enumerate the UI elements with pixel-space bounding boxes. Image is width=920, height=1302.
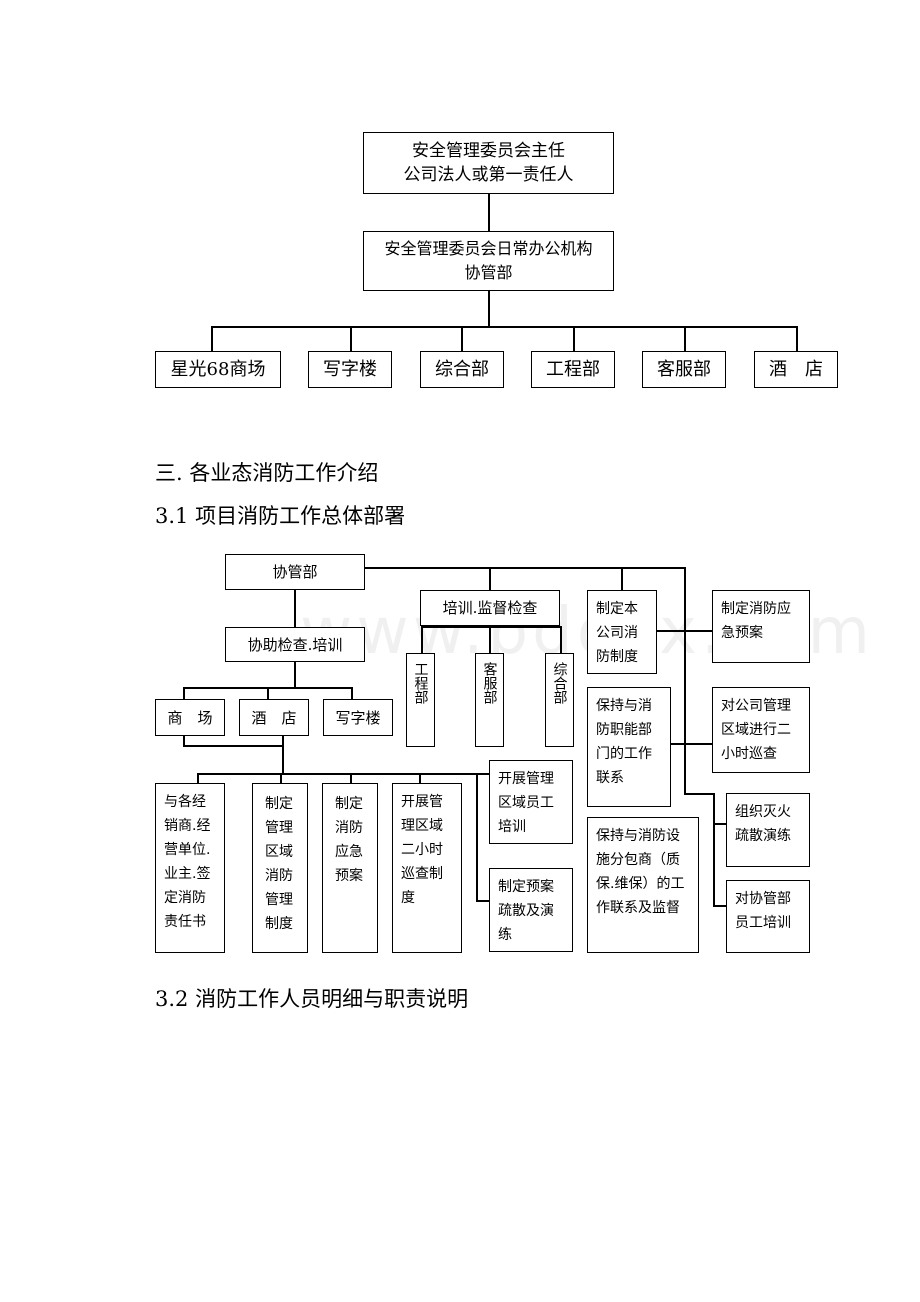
connector [671,743,713,745]
root-xieguan-box: 协管部 [225,554,365,590]
connector [713,793,715,905]
connector [419,773,421,783]
connector [183,736,185,746]
connector [421,626,561,628]
connector [294,590,296,627]
duty-emergency-plan: 制定消防应急预案 [322,783,378,953]
right-company-rules: 制定本公司消防制度 [587,590,657,674]
connector [197,773,489,775]
dept-engineering-vertical: 工程部 [406,653,435,747]
daily-office-line2: 协管部 [464,263,513,282]
connector [488,194,490,231]
connector [421,626,423,653]
section-3-2-heading: 3.2 消防工作人员明细与职责说明 [155,987,469,1011]
connector [489,626,491,653]
dept-mall: 星光68商场 [155,351,281,388]
daily-office-line1: 安全管理委员会日常办公机构 [384,239,593,258]
connector [573,326,575,351]
connector [657,630,713,632]
duty-management-rules: 制定管理区域消防管理制度 [252,783,308,953]
section-3-1-heading: 3.1 项目消防工作总体部署 [155,504,406,528]
dept-text: 工程部 [412,662,429,704]
dept-text: 客服部 [481,662,498,704]
connector [489,567,491,590]
connector [476,773,478,901]
far-right-emergency-plan: 制定消防应急预案 [712,590,810,663]
right-contractor-liaison: 保持与消防设施分包商（质保.维保）的工作联系及监督 [587,817,699,953]
far-right-staff-training: 对协管部员工培训 [726,880,810,953]
dept-text: 综合部 [551,662,568,704]
dept-customer-vertical: 客服部 [475,653,504,747]
dept-general: 综合部 [420,351,504,388]
far-right-patrol: 对公司管理区域进行二小时巡查 [712,687,810,773]
connector [684,793,713,795]
venue-office: 写字楼 [323,699,393,736]
venue-mall: 商 场 [155,699,225,736]
connector [350,326,352,351]
connector [796,326,798,351]
mid-evacuation-drill: 制定预案疏散及演练 [489,868,573,952]
connector [211,326,213,351]
connector [294,662,296,688]
connector [211,326,797,328]
connector [280,773,282,783]
committee-director-box: 安全管理委员会主任 公司法人或第一责任人 [363,132,614,194]
connector [684,326,686,351]
dept-hotel: 酒 店 [754,351,838,388]
venue-hotel: 酒 店 [239,699,309,736]
mid-staff-training: 开展管理区域员工培训 [489,760,573,844]
committee-director-line1: 安全管理委员会主任 [412,141,565,161]
dept-general-vertical: 综合部 [545,653,574,747]
dept-customer-service: 客服部 [642,351,726,388]
daily-office-box: 安全管理委员会日常办公机构 协管部 [363,231,614,291]
right-fire-dept-liaison: 保持与消防职能部门的工作联系 [587,687,671,807]
connector [351,687,353,699]
duty-two-hour-patrol: 开展管理区域二小时巡查制度 [392,783,462,953]
section-3-heading: 三. 各业态消防工作介绍 [155,461,379,485]
committee-director-line2: 公司法人或第一责任人 [403,165,574,185]
far-right-drill: 组织灭火疏散演练 [726,793,810,867]
connector [197,773,199,783]
training-inspection-box: 培训.监督检查 [420,590,560,626]
connector [350,773,352,783]
connector [183,745,283,747]
connector [365,567,685,569]
connector [621,567,623,590]
connector [476,900,489,902]
connector [560,626,562,653]
connector [183,687,185,699]
connector [684,567,686,793]
connector [282,736,284,774]
dept-engineering: 工程部 [531,351,615,388]
connector [713,823,726,825]
duty-sign-responsibility: 与各经销商.经营单位.业主.签定消防责任书 [155,783,225,953]
connector [488,291,490,327]
connector [461,326,463,351]
assist-inspection-box: 协助检查.培训 [225,627,365,662]
dept-office-building: 写字楼 [308,351,392,388]
connector [267,687,269,699]
connector [713,905,726,907]
